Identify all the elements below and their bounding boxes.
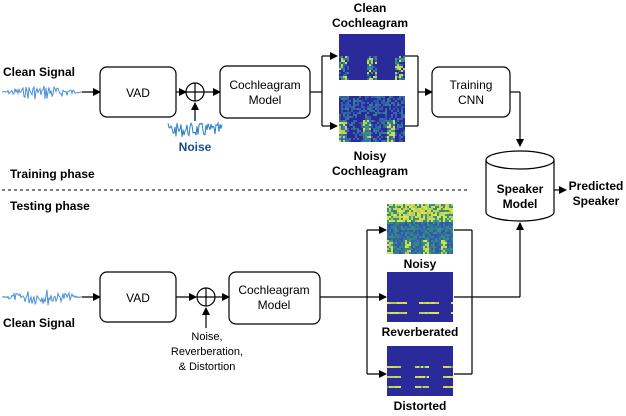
training-phase-label: Training phase [10, 167, 95, 181]
reverberated-label: Reverberated [382, 325, 459, 339]
noise-label: Noise [179, 140, 212, 154]
degradation-label-3: & Distortion [179, 361, 236, 373]
training-cnn-label-1: Training [450, 78, 493, 92]
speaker-model-cylinder [485, 150, 555, 222]
noisy-cochleagram-title-2: Cochleagram [332, 164, 408, 178]
clean-cochleagram-title-2: Cochleagram [332, 16, 408, 30]
noisy-test-label: Noisy [404, 257, 437, 271]
training-input-label: Clean Signal [3, 65, 75, 79]
training-cochleagram-label-1: Cochleagram [229, 78, 300, 92]
distorted-cochleagram-image [387, 346, 453, 396]
testing-cochleagram-box [228, 271, 321, 325]
testing-input-label: Clean Signal [3, 316, 75, 330]
training-sum-junction-icon [185, 82, 205, 102]
output-label-2: Speaker [573, 194, 620, 208]
degradation-label-2: Reverberation, [171, 346, 243, 358]
clean-cochleagram-title-1: Clean [354, 1, 387, 15]
testing-waveform-icon [2, 289, 83, 306]
testing-phase-label: Testing phase [10, 199, 90, 213]
training-waveform-icon [2, 85, 83, 100]
noisy-cochleagram-title-1: Noisy [354, 149, 387, 163]
testing-cochleagram-label-1: Cochleagram [238, 283, 309, 297]
training-vad-label: VAD [126, 86, 150, 100]
output-label-1: Predicted [569, 179, 624, 193]
distorted-label: Distorted [394, 399, 447, 413]
speaker-model-label-2: Model [503, 197, 538, 211]
degradation-label-1: Noise, [191, 331, 222, 343]
noise-waveform-icon [167, 121, 223, 137]
speaker-model-label-1: Speaker [497, 182, 544, 196]
testing-sum-junction-icon [196, 287, 216, 307]
training-cnn-box [431, 66, 511, 118]
testing-vad-label: VAD [126, 291, 150, 305]
clean-cochleagram-image [339, 34, 405, 80]
reverberated-cochleagram-image [387, 272, 453, 322]
noisy-test-cochleagram-image [387, 204, 453, 254]
training-cnn-label-2: CNN [458, 93, 484, 107]
testing-cochleagram-label-2: Model [258, 298, 291, 312]
training-cochleagram-box [219, 65, 311, 119]
noisy-cochleagram-image [339, 96, 405, 142]
training-cochleagram-label-2: Model [249, 93, 282, 107]
